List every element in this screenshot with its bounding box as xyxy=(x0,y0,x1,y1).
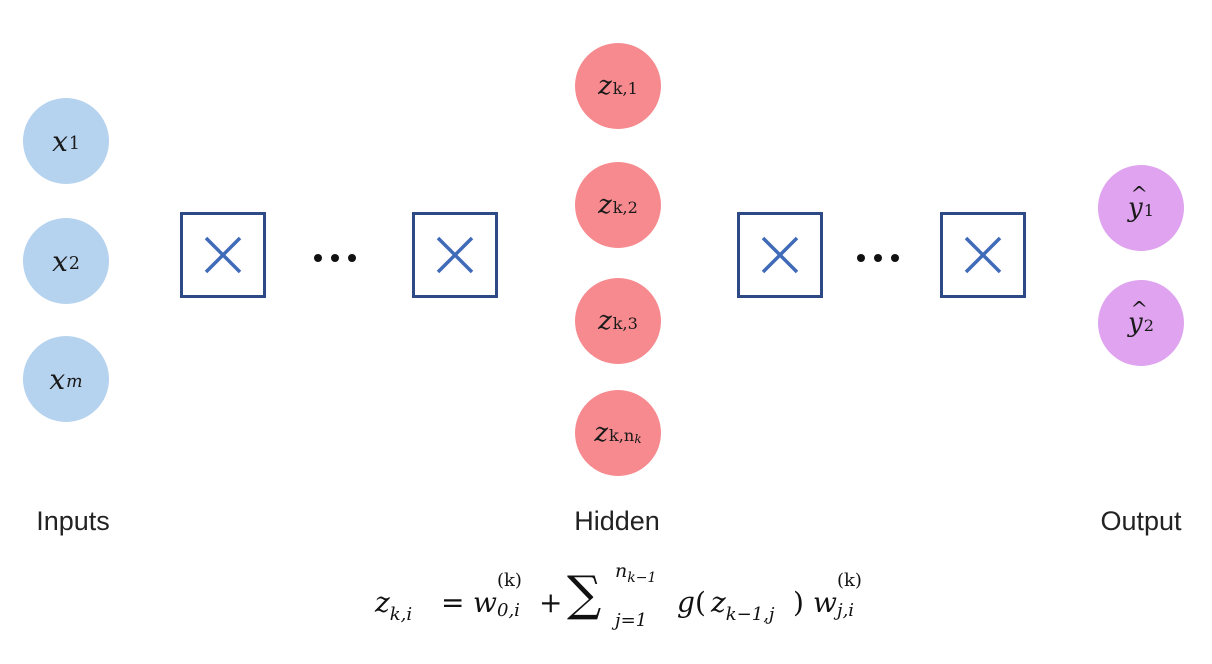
output-node-y2: y2 xyxy=(1098,280,1184,366)
weight-layer-box-4 xyxy=(940,212,1026,298)
output-label: Output xyxy=(1100,506,1182,536)
formula-w0: w xyxy=(473,586,497,619)
formula-lhs: zk,i xyxy=(375,586,413,625)
sum-upper: nk−1 xyxy=(615,560,657,586)
cross-icon xyxy=(964,236,1002,274)
hidden-label: Hidden xyxy=(574,506,660,536)
weight-layer-box-1 xyxy=(180,212,266,298)
weight-layer-box-3 xyxy=(737,212,823,298)
formula-g-arg: zk−1,j xyxy=(711,586,775,625)
output-node-y1: y1 xyxy=(1098,165,1184,251)
ellipsis-icon xyxy=(314,248,356,268)
ellipsis-icon xyxy=(857,248,899,268)
cross-icon xyxy=(204,236,242,274)
sum-symbol: ∑ xyxy=(567,566,602,622)
inputs-label: Inputs xyxy=(36,506,110,536)
cross-icon xyxy=(436,236,474,274)
weight-layer-box-2 xyxy=(412,212,498,298)
cross-icon xyxy=(761,236,799,274)
